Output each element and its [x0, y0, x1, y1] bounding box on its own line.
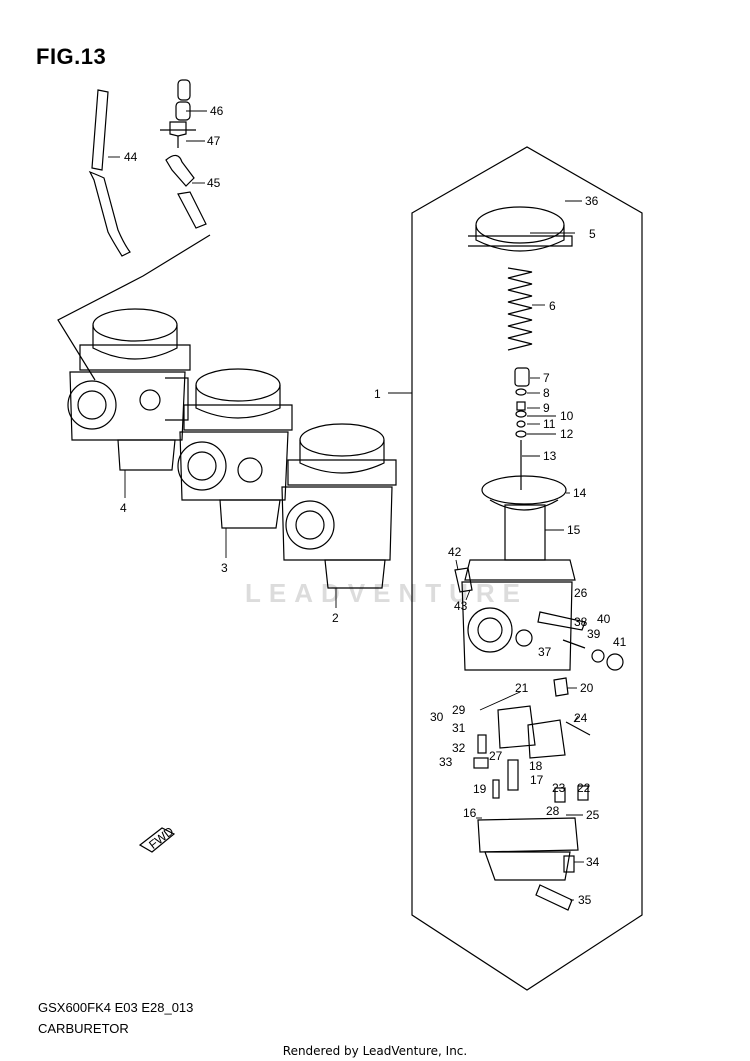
callout-40: 40	[597, 612, 611, 626]
spring-6	[507, 267, 533, 351]
callout-6: 6	[549, 299, 556, 313]
callout-17: 17	[530, 773, 544, 787]
carburetor-4	[67, 308, 191, 471]
callout-18: 18	[529, 759, 543, 773]
callout-10: 10	[560, 409, 574, 423]
callout-33: 33	[439, 755, 453, 769]
callout-36: 36	[585, 194, 599, 208]
callout-34: 34	[586, 855, 600, 869]
hose-group-frame	[57, 234, 211, 381]
callout-7: 7	[543, 371, 550, 385]
float-bowl-25	[477, 817, 579, 911]
carburetor-3	[177, 368, 293, 529]
fwd-arrow-icon	[138, 827, 176, 853]
callout-26: 26	[574, 586, 588, 600]
callout-21: 21	[515, 681, 529, 695]
figure-name: CARBURETOR	[38, 1021, 129, 1036]
callout-24: 24	[574, 711, 588, 725]
callout-13: 13	[543, 449, 557, 463]
callout-20: 20	[580, 681, 594, 695]
callout-47: 47	[207, 134, 221, 148]
callout-30: 30	[430, 710, 444, 724]
callout-25: 25	[586, 808, 600, 822]
carburetor-body	[454, 559, 624, 671]
callout-15: 15	[567, 523, 581, 537]
diaphragm-piston	[481, 475, 567, 561]
callout-32: 32	[452, 741, 466, 755]
callout-3: 3	[221, 561, 228, 575]
float-assembly	[473, 677, 591, 803]
callout-27: 27	[489, 749, 503, 763]
callout-37: 37	[538, 645, 552, 659]
callout-16: 16	[463, 806, 477, 820]
callout-23: 23	[552, 781, 566, 795]
callout-11: 11	[543, 417, 556, 431]
callout-9: 9	[543, 401, 550, 415]
callout-31: 31	[452, 721, 466, 735]
needle-parts	[514, 367, 530, 490]
carburetor-2	[281, 423, 397, 589]
callout-39: 39	[587, 627, 601, 641]
leader-lines	[108, 110, 584, 901]
callout-4: 4	[120, 501, 127, 515]
credit-line: Rendered by LeadVenture, Inc.	[282, 1044, 468, 1058]
callout-44: 44	[124, 150, 138, 164]
hose-45	[160, 79, 207, 229]
callout-28: 28	[546, 804, 560, 818]
top-cover-5	[468, 206, 573, 252]
callout-14: 14	[573, 486, 587, 500]
callout-43: 43	[454, 599, 468, 613]
callout-41: 41	[613, 635, 627, 649]
callout-38: 38	[574, 615, 588, 629]
callout-12: 12	[560, 427, 574, 441]
exploded-view-frame	[411, 146, 643, 991]
callout-5: 5	[589, 227, 596, 241]
callout-8: 8	[543, 386, 550, 400]
callout-labels: 1 2 3 4 5 6 7 8 9 10 11 12 13 14 15 16 1…	[120, 104, 627, 907]
callout-46: 46	[210, 104, 224, 118]
callout-1: 1	[374, 387, 381, 401]
callout-22: 22	[577, 781, 591, 795]
hose-44	[88, 89, 131, 257]
callout-29: 29	[452, 703, 466, 717]
fwd-label: FWD	[146, 824, 176, 852]
callout-42: 42	[448, 545, 462, 559]
figure-title: FIG.13	[36, 44, 107, 69]
figure-code: GSX600FK4 E03 E28_013	[38, 1000, 194, 1015]
callout-2: 2	[332, 611, 339, 625]
callout-45: 45	[207, 176, 221, 190]
callout-35: 35	[578, 893, 592, 907]
callout-19: 19	[473, 782, 487, 796]
